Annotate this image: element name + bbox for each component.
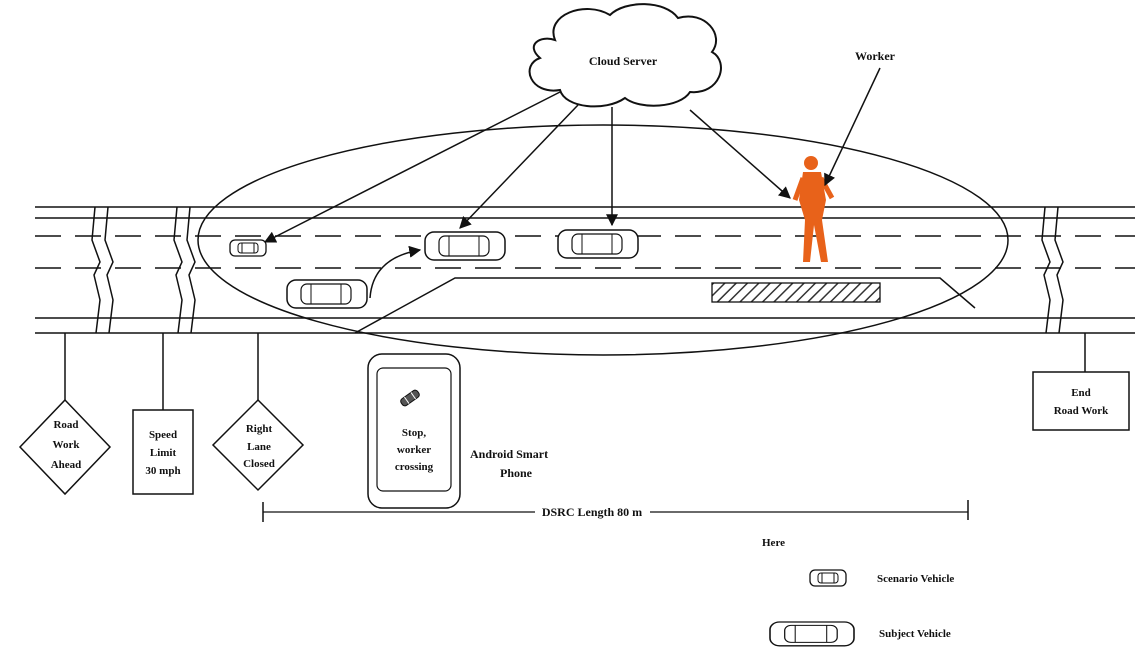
scenario-vehicle-1 [229, 239, 267, 257]
android-phone: Stop, worker crossing [367, 353, 461, 509]
svg-text:Work: Work [53, 439, 81, 451]
worker-pointer-arrow [824, 67, 881, 187]
cloud-server: Cloud Server [528, 3, 722, 108]
dsrc-length-dimension: DSRC Length 80 m [262, 500, 969, 522]
svg-text:End: End [1071, 387, 1091, 399]
scenario-vehicle-2 [424, 231, 506, 261]
svg-text:Speed: Speed [149, 429, 177, 441]
svg-text:crossing: crossing [395, 461, 434, 473]
svg-text:30 mph: 30 mph [145, 465, 180, 477]
svg-text:Road Work: Road Work [1054, 405, 1109, 417]
legend-scenario-vehicle-icon [809, 569, 847, 587]
right-lane-closed-sign: Right Lane Closed [211, 398, 305, 492]
svg-text:Stop,: Stop, [402, 427, 426, 439]
road-work-ahead-sign: Road Work Ahead [18, 398, 112, 496]
worker-figure [792, 156, 835, 262]
dsrc-coverage-ellipse [197, 124, 1009, 356]
svg-text:Limit: Limit [150, 447, 177, 459]
subject-vehicle [286, 279, 368, 309]
road [35, 206, 1135, 334]
end-road-work-sign: End Road Work [1032, 371, 1130, 431]
svg-text:Closed: Closed [243, 458, 275, 470]
legend-subject-vehicle-icon [769, 621, 855, 647]
warning-icon [400, 389, 420, 407]
worker-label: Worker [855, 49, 896, 63]
break-mark-1 [91, 206, 101, 334]
svg-text:worker: worker [397, 444, 431, 456]
phone-caption-line1: Android Smart [470, 447, 548, 461]
svg-text:Ahead: Ahead [51, 459, 82, 471]
break-mark-2 [173, 206, 183, 334]
cloud-server-label: Cloud Server [589, 54, 658, 68]
cloud-arrows [263, 91, 791, 243]
dsrc-length-label: DSRC Length 80 m [542, 505, 642, 519]
work-zone-area [711, 282, 881, 303]
svg-text:Right: Right [246, 423, 273, 435]
sign-posts [64, 333, 1086, 410]
here-label: Here [762, 537, 785, 549]
legend-subject-vehicle-label: Subject Vehicle [879, 628, 951, 640]
legend: Scenario Vehicle Subject Vehicle [769, 569, 954, 647]
break-mark-3 [1041, 206, 1051, 334]
speed-limit-sign: Speed Limit 30 mph [132, 409, 194, 495]
legend-scenario-vehicle-label: Scenario Vehicle [877, 573, 954, 585]
svg-text:Lane: Lane [247, 441, 271, 453]
lane-closure-taper [354, 277, 976, 334]
lane-change-arrow [369, 245, 422, 299]
svg-text:Road: Road [53, 419, 78, 431]
scenario-vehicle-3 [557, 229, 639, 259]
phone-caption-line2: Phone [500, 466, 533, 480]
